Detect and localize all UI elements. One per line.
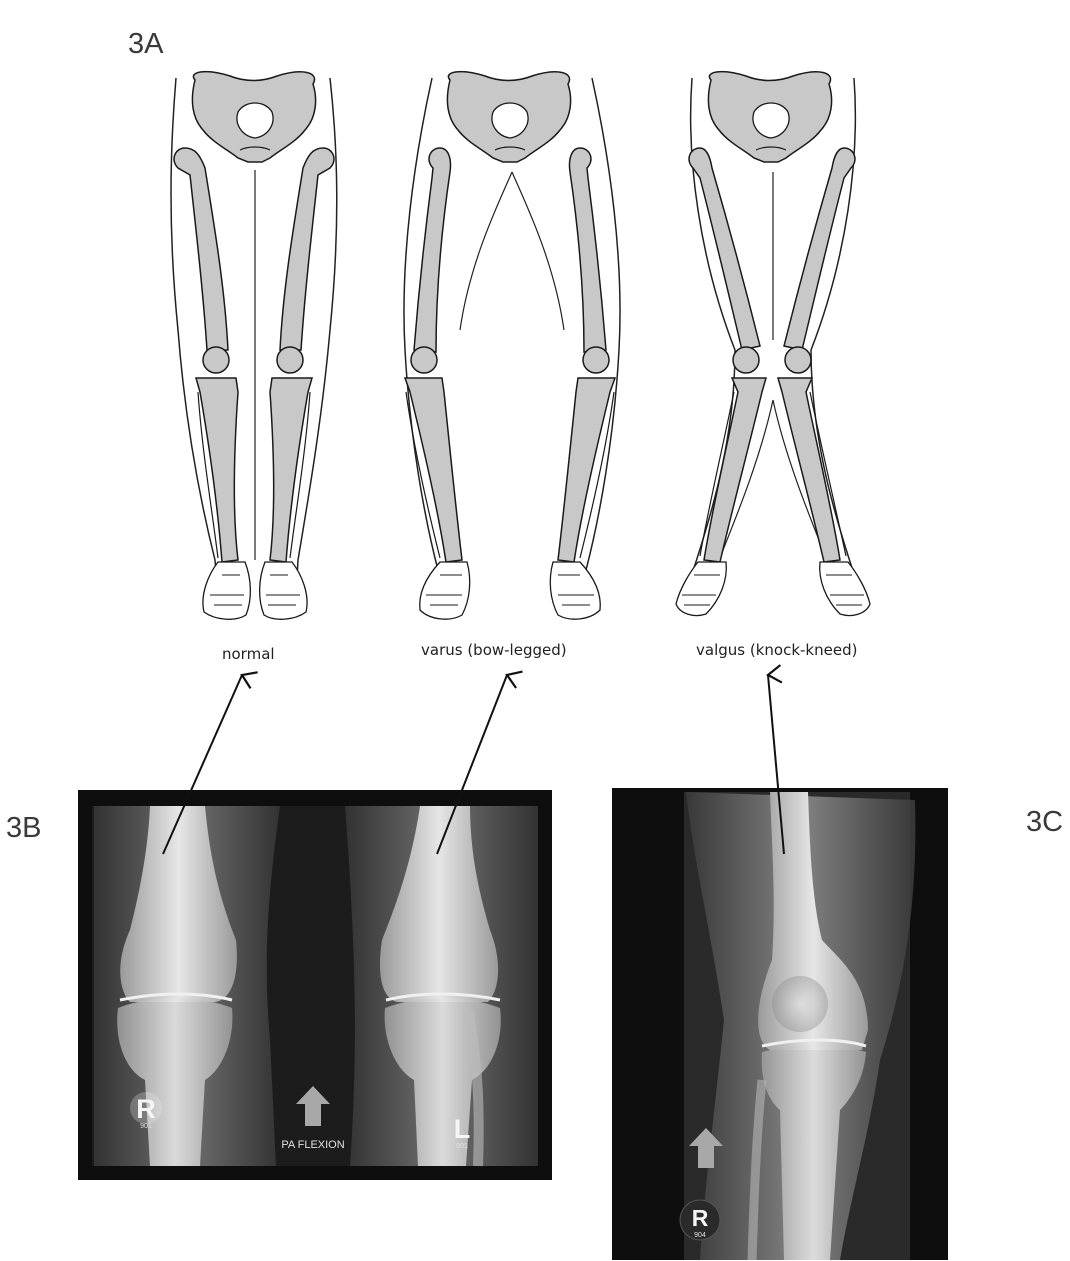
femur-left: [784, 148, 855, 350]
femur-right: [414, 148, 451, 352]
illustration-valgus: [676, 72, 870, 616]
marker-r-3c: R: [692, 1205, 709, 1231]
illustration-normal: [171, 72, 337, 620]
foot-left: [820, 562, 870, 616]
marker-r-3b: R: [136, 1094, 156, 1124]
view-label-3b: PA FLEXION: [281, 1139, 344, 1151]
tibia-left: [778, 378, 840, 562]
foot-left: [260, 562, 307, 619]
illustration-varus: [404, 72, 620, 620]
marker-l-3b: L: [454, 1114, 471, 1144]
caption-normal: normal: [222, 645, 275, 663]
marker-l-code-3b: 901: [456, 1143, 468, 1150]
femur-right: [174, 148, 228, 350]
femur-left: [569, 148, 606, 352]
foot-right: [203, 562, 250, 619]
tibia-right: [704, 378, 766, 562]
tibia-right: [196, 378, 238, 562]
caption-varus: varus (bow-legged): [421, 641, 567, 659]
caption-valgus: valgus (knock-kneed): [696, 641, 857, 659]
marker-r-code-3b: 901: [140, 1123, 152, 1130]
tibia-left: [270, 378, 312, 562]
xray-3c: R 904: [612, 788, 948, 1260]
foot-right: [420, 562, 470, 619]
foot-right: [676, 562, 726, 616]
femur-left: [280, 148, 334, 350]
marker-r-code-3c: 904: [694, 1232, 706, 1239]
tibia-right: [405, 378, 462, 562]
xray-3b: R 901 L 901 PA FLEXION: [78, 790, 552, 1180]
foot-left: [550, 562, 600, 619]
